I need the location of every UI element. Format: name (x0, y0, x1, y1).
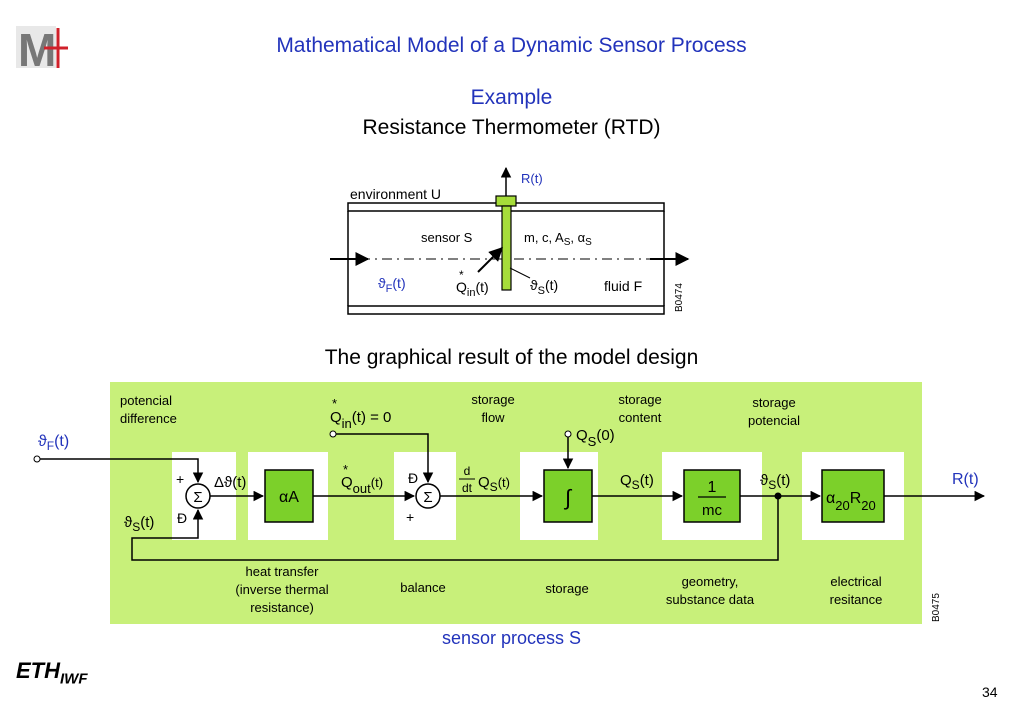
rtd-figure-code: B0474 (674, 283, 685, 312)
sum2-symbol: Σ (423, 489, 432, 506)
feedback-line (131, 496, 779, 561)
sensor-rod (501, 205, 512, 291)
footer-electrical-2: resitance (830, 592, 883, 607)
q-out-label: Qout(t) (341, 474, 383, 496)
qs0-terminal (564, 430, 572, 438)
environment-label: environment U (350, 186, 441, 202)
sum1-symbol: Σ (193, 489, 202, 506)
header-potencial-1: potencial (120, 393, 172, 408)
delta-theta-label: Δϑ(t) (214, 474, 246, 491)
zone-sum2 (394, 452, 456, 540)
qs0-label: QS(0) (576, 427, 615, 449)
fluid-label: fluid F (604, 278, 642, 294)
zone-alpha-a (248, 452, 328, 540)
input-terminal (33, 455, 41, 463)
output-label: R(t) (952, 471, 979, 488)
pipe-top-wall (347, 202, 665, 212)
footer-heat-1: heat transfer (246, 564, 320, 579)
qs-label: QS(t) (620, 472, 654, 492)
q-out-star: * (343, 462, 348, 477)
pipe-bottom-wall (347, 305, 665, 315)
line-input-to-sum1 (40, 458, 204, 484)
slide-subtitle: Example (470, 86, 553, 109)
line-q-in-to-sum2 (336, 433, 434, 484)
footer-balance: balance (400, 580, 446, 595)
header-storage-potencial-1: storage (752, 395, 795, 410)
branch-point (774, 492, 782, 500)
zone-inverse-mc (662, 452, 762, 540)
header-storage-potencial-2: potencial (748, 413, 800, 428)
ddt-qs-label: QS(t) (478, 474, 510, 494)
block-integrator (543, 469, 593, 523)
sum2-plus: + (406, 509, 414, 525)
summing-junction-2 (415, 483, 441, 509)
mc-numerator: 1 (708, 479, 717, 496)
integral-symbol: ∫ (563, 485, 573, 510)
sensor-temperature-label: ϑS(t) (530, 277, 558, 297)
sensor-head (495, 195, 517, 207)
sensor-label: sensor S (421, 230, 473, 245)
mc-denominator: mc (702, 502, 722, 519)
block-alpha-a (264, 469, 314, 523)
sensor-params: m, c, AS, αS (524, 230, 592, 248)
page-number: 34 (982, 684, 998, 700)
eth-iwf-logo: ETHIWF (16, 658, 88, 687)
footer-electrical-1: electrical (830, 574, 881, 589)
theta-s-label: ϑS(t) (760, 472, 790, 492)
heat-flow-arrow (477, 247, 503, 273)
heat-flow-label: Qin(t) (456, 279, 489, 299)
header-storage-flow-2: flow (481, 410, 505, 425)
q-star: * (459, 268, 464, 282)
sensor-temp-leader (509, 267, 531, 279)
sum1-minus: Đ (177, 510, 187, 526)
header-potencial-2: difference (120, 411, 177, 426)
iwf-text: IWF (60, 670, 88, 688)
alpha-a-label: αA (279, 489, 299, 506)
block-alpha20-r20 (821, 469, 885, 523)
q-in-label: Qin(t) = 0 (330, 409, 391, 431)
footer-heat-2: (inverse thermal (235, 582, 328, 597)
header-storage-content-2: content (619, 410, 662, 425)
slide-subtitle-rtd: Resistance Thermometer (RTD) (362, 116, 661, 139)
input-label: ϑF(t) (38, 433, 69, 453)
rtd-output-label: R(t) (521, 171, 543, 186)
q-in-star: * (332, 396, 337, 411)
summing-junction-1 (185, 483, 211, 509)
sensor-process-label: sensor process S (441, 628, 582, 648)
feedback-label: ϑS(t) (124, 514, 154, 534)
footer-storage: storage (545, 581, 588, 596)
alpha20-r20-label: α20R20 (826, 490, 876, 513)
footer-heat-3: resistance) (250, 600, 314, 615)
footer-geometry-2: substance data (666, 592, 755, 607)
q-in-terminal (329, 430, 337, 438)
block-inverse-mc (683, 469, 741, 523)
header-storage-flow-1: storage (471, 392, 514, 407)
slide-title: Mathematical Model of a Dynamic Sensor P… (276, 34, 747, 57)
diagram-caption: The graphical result of the model design (324, 346, 699, 369)
diagram-figure-code: B0475 (931, 593, 942, 622)
footer-geometry-1: geometry, (682, 574, 739, 589)
sum2-minus: Đ (408, 470, 418, 486)
institute-logo: M (16, 24, 68, 74)
ddt-d: d (464, 464, 471, 478)
diagram-panel (110, 382, 922, 624)
ddt-dt: dt (462, 481, 473, 495)
sum1-plus: + (176, 471, 184, 487)
header-storage-content-1: storage (618, 392, 661, 407)
zone-sum1 (172, 452, 236, 540)
zone-alpha20 (802, 452, 904, 540)
eth-text: ETH (16, 658, 60, 683)
fluid-temperature-label: ϑF(t) (378, 275, 406, 295)
zone-integrator (520, 452, 598, 540)
